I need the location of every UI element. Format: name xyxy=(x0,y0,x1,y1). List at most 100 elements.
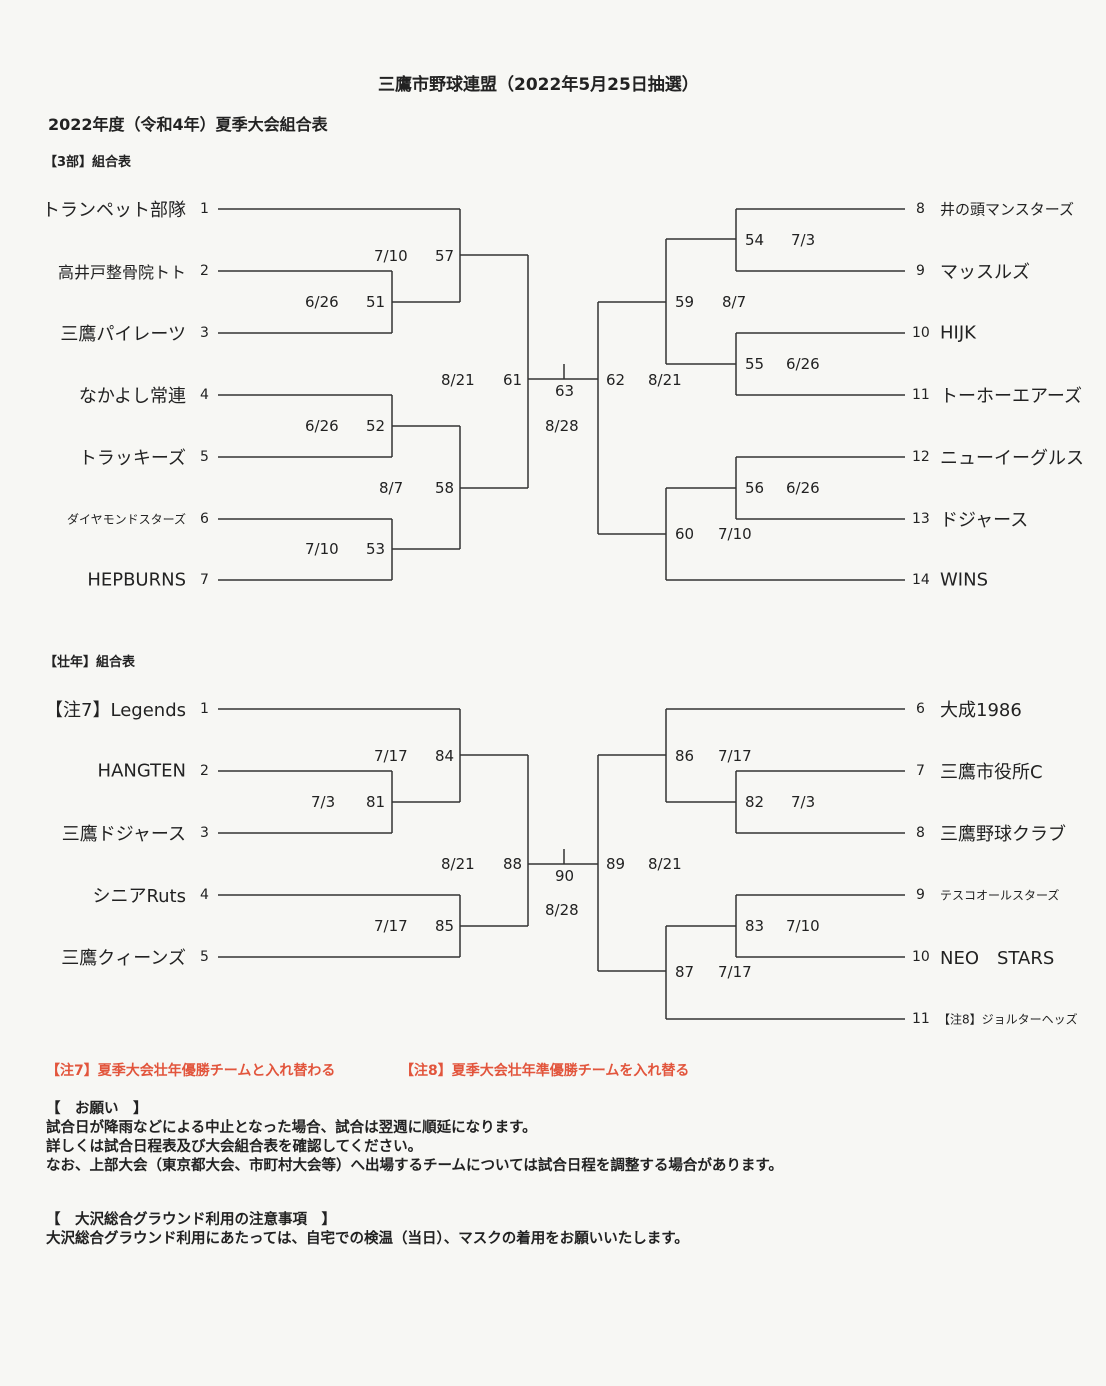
ground-line: 大沢総合グラウンド利用にあたっては、自宅での検温（当日）、マスクの着用をお願いい… xyxy=(46,1231,689,1247)
final-game-date: 8/28 xyxy=(545,901,579,919)
request-line: なお、上部大会（東京都大会、市町村大会等）へ出場するチームについては試合日程を調… xyxy=(46,1158,783,1174)
game-number: 53 xyxy=(366,540,386,558)
note-8: 【注8】夏季大会壮年準優勝チームを入れ替る xyxy=(400,1063,690,1079)
team-name: 三鷹ドジャース xyxy=(61,824,186,845)
game-date: 7/17 xyxy=(718,963,752,981)
game-date: 6/26 xyxy=(305,417,339,435)
team-seed: 4 xyxy=(200,887,209,903)
team-name: 【注7】Legends xyxy=(45,700,186,721)
ground-notes-block: 【 大沢総合グラウンド利用の注意事項 】 大沢総合グラウンド利用にあたっては、自… xyxy=(46,1211,689,1249)
game-date: 7/17 xyxy=(374,917,408,935)
request-line: 詳しくは試合日程表及び大会組合表を確認してください。 xyxy=(46,1139,423,1155)
team-name: トーホーエアーズ xyxy=(940,386,1083,407)
game-number: 56 xyxy=(745,479,765,497)
team-seed: 14 xyxy=(912,572,930,588)
note-7: 【注7】夏季大会壮年優勝チームと入れ替わる xyxy=(46,1063,336,1079)
team-seed: 7 xyxy=(200,572,209,588)
game-date: 8/7 xyxy=(722,293,747,311)
team-seed: 9 xyxy=(916,887,925,903)
game-number: 58 xyxy=(435,479,455,497)
game-date: 7/10 xyxy=(374,247,408,265)
team-name: 三鷹市役所C xyxy=(940,762,1043,783)
game-number: 83 xyxy=(745,917,765,935)
game-number: 62 xyxy=(606,371,626,389)
team-seed: 8 xyxy=(916,201,925,217)
game-number: 88 xyxy=(503,855,523,873)
team-name: 三鷹クィーンズ xyxy=(61,948,186,969)
team-seed: 3 xyxy=(200,825,209,841)
team-seed: 2 xyxy=(200,263,209,279)
team-name: 三鷹パイレーツ xyxy=(60,324,186,345)
ground-heading: 【 大沢総合グラウンド利用の注意事項 】 xyxy=(46,1212,336,1228)
team-name: トランペット部隊 xyxy=(42,200,186,221)
game-number: 87 xyxy=(675,963,695,981)
team-name: HEPBURNS xyxy=(87,569,186,591)
team-seed: 3 xyxy=(200,325,209,341)
game-date: 7/3 xyxy=(311,793,336,811)
final-game-date: 8/28 xyxy=(545,417,579,435)
game-number: 84 xyxy=(435,747,455,765)
team-seed: 1 xyxy=(200,701,209,717)
page-title: 三鷹市野球連盟（2022年5月25日抽選） xyxy=(378,75,699,95)
game-number: 57 xyxy=(435,247,455,265)
team-name: マッスルズ xyxy=(940,262,1030,283)
game-number: 81 xyxy=(366,793,386,811)
request-heading: 【 お願い 】 xyxy=(46,1101,148,1117)
team-seed: 9 xyxy=(916,263,925,279)
team-seed: 11 xyxy=(912,1011,930,1027)
final-game-number: 90 xyxy=(555,867,575,885)
final-game-number: 63 xyxy=(555,382,575,400)
game-number: 59 xyxy=(675,293,695,311)
team-name: WINS xyxy=(940,569,988,591)
game-date: 7/3 xyxy=(791,793,816,811)
team-seed: 12 xyxy=(912,449,930,465)
team-seed: 13 xyxy=(912,511,930,527)
team-seed: 5 xyxy=(200,949,209,965)
game-number: 61 xyxy=(503,371,523,389)
game-number: 82 xyxy=(745,793,765,811)
team-seed: 6 xyxy=(916,701,925,717)
team-seed: 4 xyxy=(200,387,209,403)
team-seed: 8 xyxy=(916,825,925,841)
section-label-3bu: 【3部】組合表 xyxy=(44,155,132,170)
game-date: 8/21 xyxy=(441,855,475,873)
game-date: 6/26 xyxy=(786,479,820,497)
game-date: 7/3 xyxy=(791,231,816,249)
section-label-sonen: 【壮年】組合表 xyxy=(44,655,136,670)
game-number: 52 xyxy=(366,417,386,435)
team-name: トラッキーズ xyxy=(78,448,186,469)
team-seed: 2 xyxy=(200,763,209,779)
team-seed: 6 xyxy=(200,511,209,527)
team-name: 【注8】ジョルターヘッズ xyxy=(938,1012,1078,1027)
game-date: 7/17 xyxy=(374,747,408,765)
game-date: 8/7 xyxy=(379,479,404,497)
team-seed: 11 xyxy=(912,387,930,403)
team-seed: 1 xyxy=(200,201,209,217)
team-name: 高井戸整骨院トト xyxy=(57,263,186,282)
team-seed: 5 xyxy=(200,449,209,465)
team-name: HANGTEN xyxy=(97,760,186,782)
team-seed: 10 xyxy=(912,325,930,341)
request-line: 試合日が降雨などによる中止となった場合、試合は翌週に順延になります。 xyxy=(46,1120,537,1136)
game-date: 7/10 xyxy=(718,525,752,543)
game-date: 8/21 xyxy=(648,855,682,873)
team-seed: 10 xyxy=(912,949,930,965)
game-date: 6/26 xyxy=(305,293,339,311)
team-seed: 7 xyxy=(916,763,925,779)
team-name: ダイヤモンドスターズ xyxy=(66,512,186,527)
game-number: 51 xyxy=(366,293,386,311)
game-date: 7/10 xyxy=(305,540,339,558)
team-name: なかよし常連 xyxy=(78,386,186,407)
game-number: 60 xyxy=(675,525,695,543)
request-block: 【 お願い 】 試合日が降雨などによる中止となった場合、試合は翌週に順延になりま… xyxy=(46,1100,783,1176)
game-number: 55 xyxy=(745,355,765,373)
team-name: 大成1986 xyxy=(940,700,1022,721)
game-number: 89 xyxy=(606,855,626,873)
team-name: ドジャース xyxy=(940,510,1029,531)
game-date: 8/21 xyxy=(441,371,475,389)
team-name: HIJK xyxy=(940,322,976,344)
team-name: NEO STARS xyxy=(940,948,1055,969)
game-date: 7/17 xyxy=(718,747,752,765)
game-date: 6/26 xyxy=(786,355,820,373)
game-date: 7/10 xyxy=(786,917,820,935)
